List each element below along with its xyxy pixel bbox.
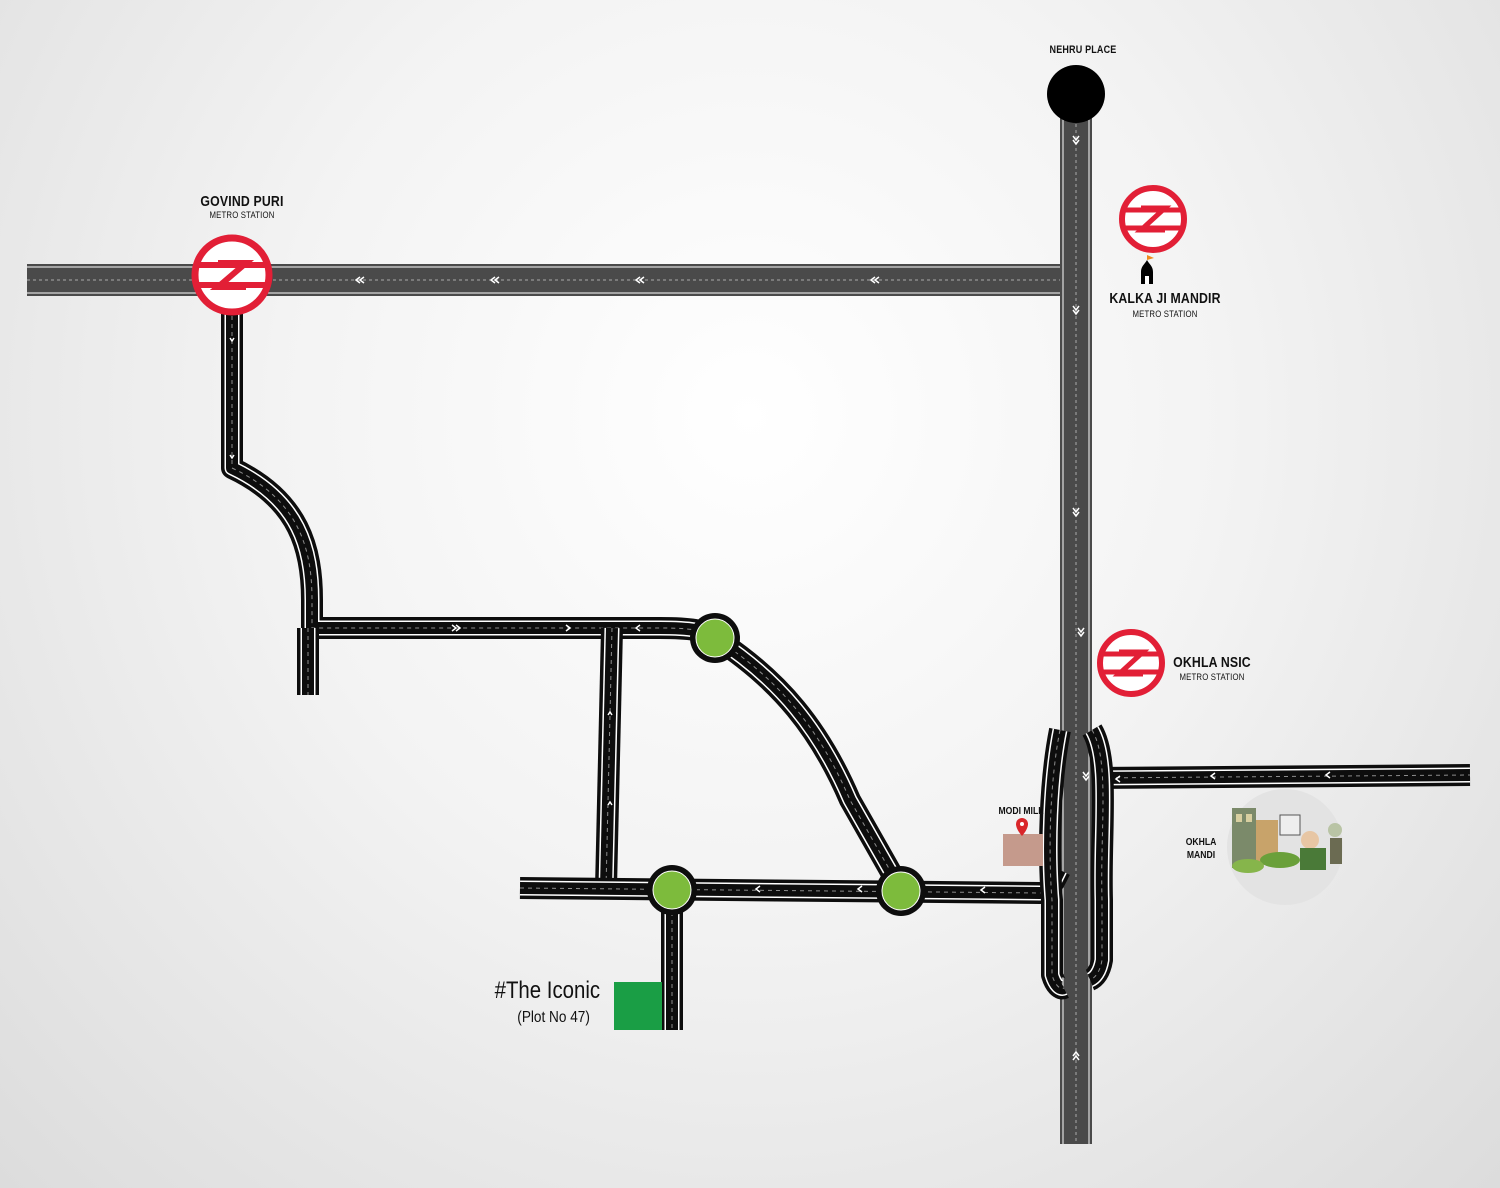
road-line [711, 632, 906, 891]
road-line [1091, 774, 1471, 779]
road-line [519, 869, 1061, 894]
road-line [1049, 729, 1065, 989]
road-line [1086, 726, 1109, 986]
road-line [714, 637, 901, 889]
govind-puri-label: GOVIND PURI [200, 193, 284, 210]
okhla-nsic-label: OKHLA NSIC [1173, 654, 1251, 671]
road-line [224, 300, 720, 645]
modi-mill-label: MODI MILL [998, 805, 1044, 817]
roundabout-southwest [647, 865, 697, 915]
roundabout-north [690, 613, 740, 663]
direction-arrows [229, 135, 1331, 1061]
kalka-ji-label: KALKA JI MANDIR [1109, 290, 1221, 307]
project-plot [614, 982, 662, 1030]
nehru-place-label: NEHRU PLACE [1049, 44, 1117, 56]
metro-logo-icon [191, 234, 273, 316]
okhla-mandi-label-2: MANDI [1186, 849, 1216, 861]
project-title: #The Iconic [494, 977, 600, 1004]
highway-vertical [1060, 94, 1092, 1144]
metro-logo-icon [1097, 629, 1165, 697]
road-line [605, 627, 613, 889]
modi-mill-block [1003, 834, 1043, 866]
highway-horizontal [27, 264, 1070, 296]
govind-puri-sub: METRO STATION [209, 210, 275, 221]
nehru-place-marker [1047, 65, 1105, 123]
kalka-ji-sub: METRO STATION [1132, 309, 1198, 320]
metro-logo-icon [1119, 185, 1187, 253]
okhla-mandi-label-1: OKHLA [1185, 836, 1217, 848]
project-label: #The Iconic (Plot No 47) [495, 977, 600, 1027]
okhla-nsic-sub: METRO STATION [1179, 672, 1245, 683]
market-illustration-icon [1227, 789, 1343, 905]
roundabout-southeast [876, 866, 926, 916]
project-subtitle: (Plot No 47) [517, 1009, 590, 1026]
location-pin-icon [1016, 818, 1028, 836]
temple-icon [1141, 255, 1154, 284]
local-roads [221, 300, 1471, 1030]
